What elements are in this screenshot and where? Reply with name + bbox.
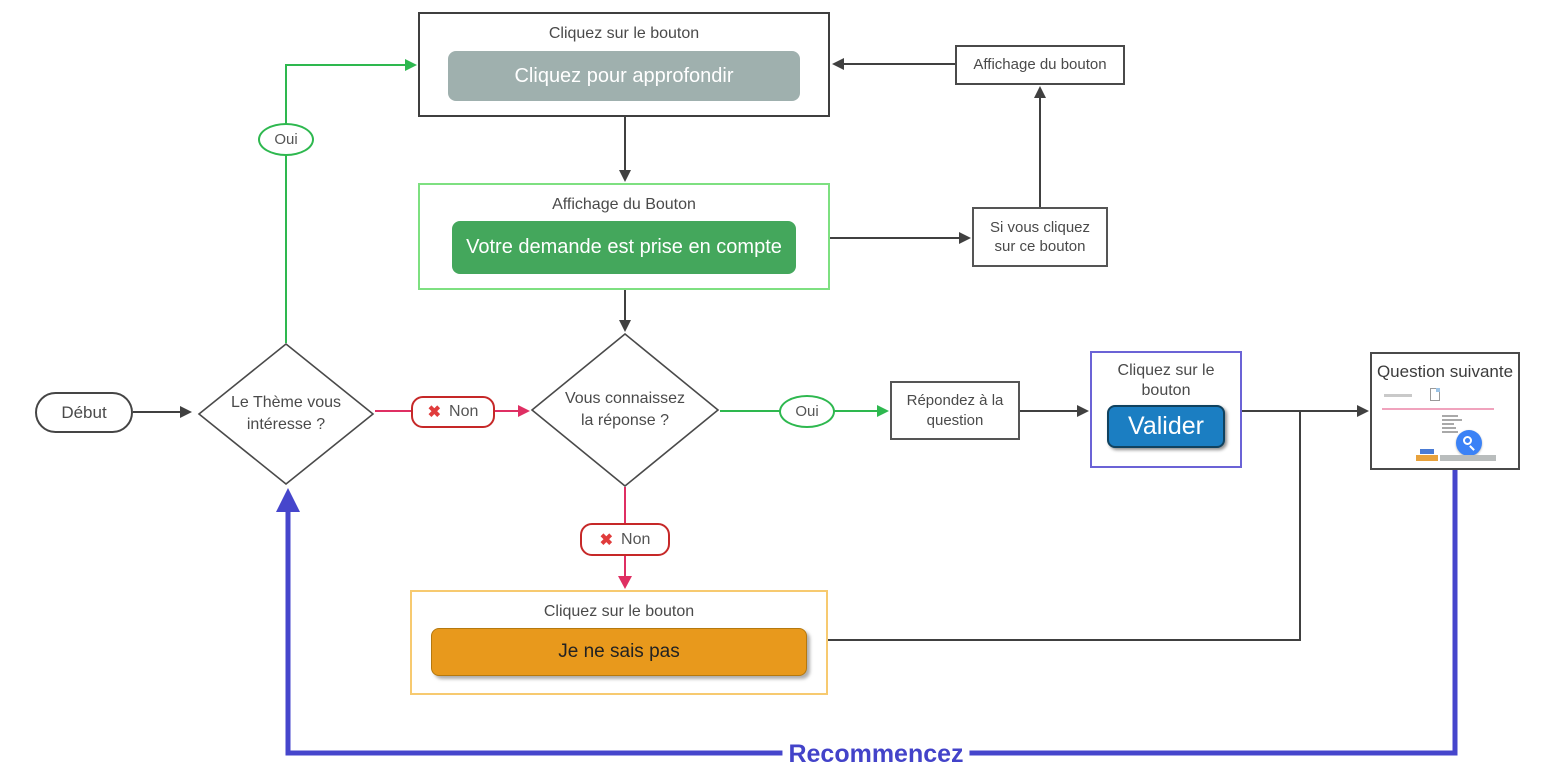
question-screenshot-thumbnail	[1380, 385, 1510, 463]
thumb-option-line	[1442, 431, 1458, 433]
decision-answer-label: Vous connaissez la réponse ?	[564, 390, 686, 429]
magnifier-handle	[1469, 445, 1475, 451]
click-info-box: Si vous cliquez sur ce bouton	[972, 207, 1108, 267]
thumb-option-line	[1442, 419, 1462, 421]
non-down-text: Non	[621, 530, 651, 548]
question-suivante-title: Question suivante	[1376, 362, 1514, 381]
recommencez-label: Recommencez	[782, 740, 970, 769]
oui-right-label: Oui	[779, 395, 835, 428]
oui-top-text: Oui	[274, 131, 298, 148]
magnifier-glass	[1463, 436, 1472, 445]
diamond-shape	[530, 333, 720, 487]
valider-box: Cliquez sur le bouton Valider	[1090, 351, 1242, 468]
x-icon: ✖	[599, 531, 614, 549]
magnifier-icon	[1456, 430, 1482, 456]
thumb-option-line	[1442, 427, 1456, 429]
green-box-label: Affichage du Bouton	[552, 196, 696, 213]
thumb-divider-line	[1382, 408, 1494, 410]
non-right-text: Non	[449, 403, 479, 420]
answer-box: Répondez à la question	[890, 381, 1020, 440]
decision-theme-label: Le Thème vous intéresse ?	[231, 394, 341, 433]
thumb-option-line	[1442, 423, 1454, 425]
start-node: Début	[35, 392, 133, 433]
dontknow-box-label: Cliquez sur le bouton	[543, 603, 695, 620]
thumb-blue-button	[1420, 449, 1434, 454]
recommencez-text: Recommencez	[788, 740, 964, 768]
doc-fold	[1436, 388, 1440, 392]
dontknow-box: Cliquez sur le bouton Je ne sais pas	[410, 590, 828, 695]
approfondir-button[interactable]: Cliquez pour approfondir	[448, 51, 800, 101]
non-down-badge: ✖ Non	[580, 523, 670, 556]
jenesaispas-button[interactable]: Je ne sais pas	[431, 628, 807, 676]
click-info-label: Si vous cliquez sur ce bouton	[989, 218, 1091, 256]
x-icon: ✖	[427, 404, 442, 421]
green-display-box: Affichage du Bouton Votre demande est pr…	[418, 183, 830, 290]
thumb-orange-button	[1416, 455, 1438, 461]
thumb-option-line	[1442, 415, 1458, 417]
oui-right-text: Oui	[795, 403, 819, 420]
thumb-gray-bar	[1440, 455, 1496, 461]
answer-box-label: Répondez à la question	[906, 392, 1004, 429]
diamond-shape	[197, 343, 375, 485]
demande-button[interactable]: Votre demande est prise en compte	[452, 221, 796, 274]
non-right-badge: ✖ Non	[411, 396, 495, 428]
top-button-box: Cliquez sur le bouton Cliquez pour appro…	[418, 12, 830, 117]
decision-answer: Vous connaissez la réponse ?	[530, 333, 720, 487]
valider-button[interactable]: Valider	[1107, 405, 1225, 448]
display-button-label: Affichage du bouton	[973, 56, 1107, 74]
top-box-label: Cliquez sur le bouton	[548, 25, 700, 42]
question-suivante-box: Question suivante	[1370, 352, 1520, 470]
start-label: Début	[61, 402, 107, 422]
oui-top-label: Oui	[258, 123, 314, 156]
thumb-document-icon	[1430, 388, 1440, 401]
display-button-box: Affichage du bouton	[955, 45, 1125, 85]
decision-theme: Le Thème vous intéresse ?	[197, 343, 375, 485]
thumb-question-text	[1384, 394, 1412, 397]
valider-box-label: Cliquez sur le bouton	[1117, 362, 1215, 399]
